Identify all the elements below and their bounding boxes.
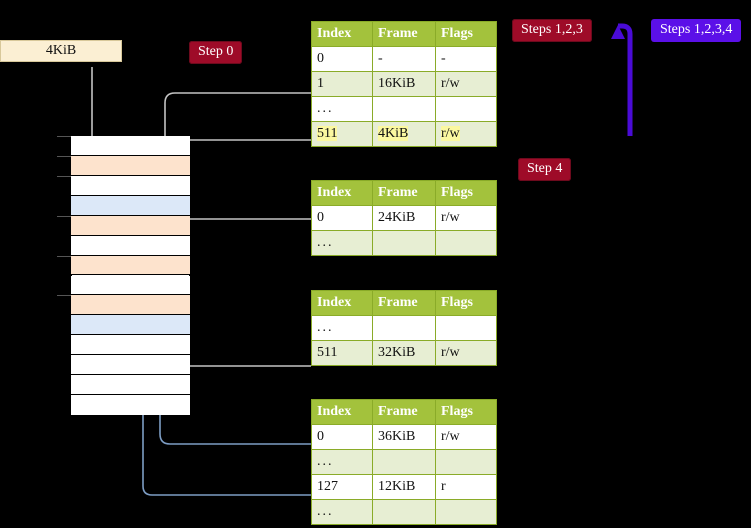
memory-frame [71,155,190,176]
cell-index: ... [311,449,373,475]
cell-flags: r/w [435,71,497,97]
column-header-index: Index [311,399,373,425]
column-header-index: Index [311,180,373,206]
cell-index: 511 [311,340,373,366]
cell-frame [372,230,436,256]
column-header-frame: Frame [372,290,436,316]
cell-index: 0 [311,424,373,450]
table-row: ... [311,96,497,122]
memory-frame [71,375,190,396]
label-steps-123: Steps 1,2,3 [512,19,592,42]
cell-frame: 36KiB [372,424,436,450]
cell-index: ... [311,230,373,256]
cell-flags: r/w [435,424,497,450]
cell-flags: r/w [435,340,497,366]
cell-index: 511 [311,121,373,147]
label-steps-1234: Steps 1,2,3,4 [651,19,742,42]
column-header-frame: Frame [372,180,436,206]
table-row: 0-- [311,46,497,72]
memory-frame [71,255,190,276]
memory-frame [71,275,190,296]
memory-frame [71,315,190,336]
frame-boundary-tick [57,295,71,297]
frame-boundary-tick [57,175,71,177]
cell-frame: 12KiB [372,474,436,500]
cell-frame [372,315,436,341]
frame-boundary-tick [57,255,71,257]
memory-frame [71,395,190,415]
memory-frame [71,215,190,236]
cell-index: ... [311,315,373,341]
cell-flags [435,230,497,256]
column-header-index: Index [311,290,373,316]
memory-frame [71,175,190,196]
page-size-box: 4KiB [0,40,122,62]
memory-frame [71,235,190,256]
cell-index: ... [311,499,373,525]
memory-frame [71,295,190,316]
cell-flags [435,449,497,475]
column-header-flags: Flags [435,21,497,47]
column-header-flags: Flags [435,399,497,425]
cell-flags [435,96,497,122]
memory-frame [71,136,190,156]
cell-frame: 4KiB [372,121,436,147]
cell-flags: r/w [435,205,497,231]
cell-frame: 32KiB [372,340,436,366]
cell-index: 0 [311,46,373,72]
cell-flags: r [435,474,497,500]
cell-frame [372,449,436,475]
cell-flags: - [435,46,497,72]
column-header-frame: Frame [372,21,436,47]
label-step-0: Step 0 [189,41,243,64]
label-step-4: Step 4 [518,158,572,181]
column-header-frame: Frame [372,399,436,425]
cell-index: 127 [311,474,373,500]
cell-flags: r/w [435,121,497,147]
cell-index: 0 [311,205,373,231]
table-row: ... [311,315,497,341]
cell-index: ... [311,96,373,122]
cell-frame: 16KiB [372,71,436,97]
cell-index: 1 [311,71,373,97]
frame-boundary-tick [57,155,71,157]
memory-frame [71,355,190,376]
column-header-flags: Flags [435,290,497,316]
page-size-label: 4KiB [45,43,77,58]
cell-flags [435,499,497,525]
cell-frame: - [372,46,436,72]
memory-frame [71,335,190,356]
cell-flags [435,315,497,341]
cell-frame [372,96,436,122]
cell-frame [372,499,436,525]
table-row: ... [311,230,497,256]
column-header-index: Index [311,21,373,47]
frame-boundary-tick [57,215,71,217]
frame-boundary-tick [57,136,71,137]
table-row: ... [311,499,497,525]
cell-frame: 24KiB [372,205,436,231]
memory-frame [71,195,190,216]
table-row: ... [311,449,497,475]
column-header-flags: Flags [435,180,497,206]
